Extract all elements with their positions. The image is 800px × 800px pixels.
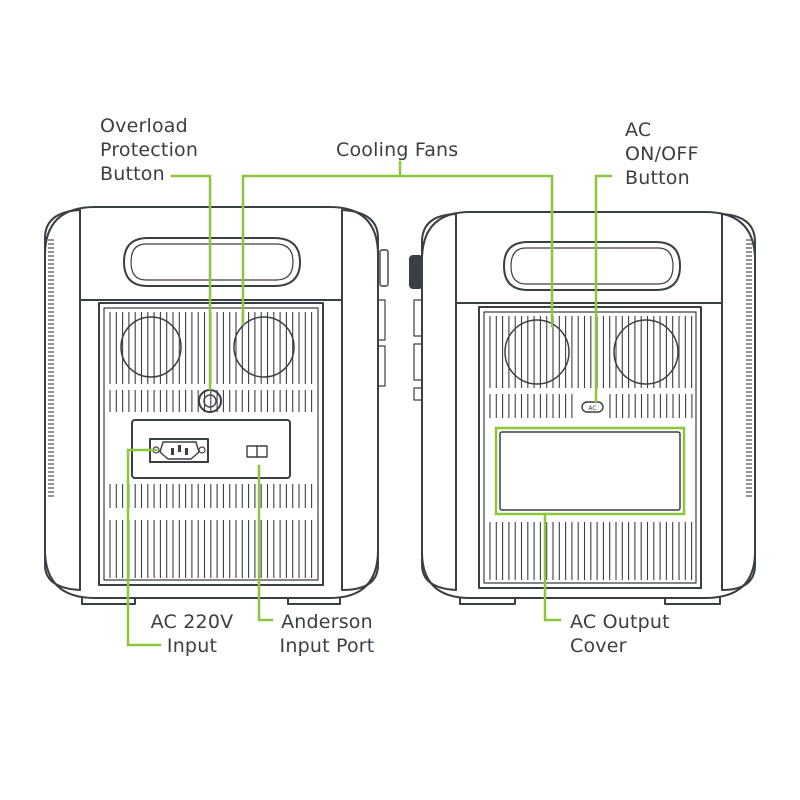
callout-ac-line-3: Button xyxy=(625,167,690,189)
callout-overload-line-3: Button xyxy=(100,163,165,185)
ac-switch-callout-line xyxy=(594,174,613,404)
ac-output-highlight xyxy=(494,426,686,516)
ac-220v-input-port xyxy=(149,438,209,463)
left-handle xyxy=(123,237,301,287)
callout-overload-line-1: Overload xyxy=(100,115,188,137)
callout-anderson-line-1: Anderson xyxy=(281,611,373,633)
callout-ac-220v-input: AC 220V Input xyxy=(142,610,242,658)
callout-ac-output-line-1: AC Output xyxy=(570,611,670,633)
anderson-callout-line xyxy=(257,464,274,622)
callout-ac-on-off-button: AC ON/OFF Button xyxy=(625,118,699,190)
right-fan-2 xyxy=(613,319,679,385)
left-fan-1 xyxy=(120,316,182,378)
ac-on-off-button xyxy=(581,401,604,413)
ac-input-callout-line xyxy=(126,448,162,647)
left-unit-body xyxy=(44,206,379,599)
callout-lines xyxy=(126,160,686,647)
callout-ac-input-line-1: AC 220V xyxy=(150,611,234,633)
callout-cooling-fans: Cooling Fans xyxy=(336,138,458,162)
callout-ac-output-cover: AC Output Cover xyxy=(570,610,670,658)
overload-callout-line xyxy=(170,174,212,391)
right-fan-1 xyxy=(504,319,570,385)
ac-switch-marking: AC xyxy=(588,405,596,412)
callout-ac-input-line-2: Input xyxy=(166,635,218,657)
right-unit-body xyxy=(421,211,756,599)
callout-cooling-fans-text: Cooling Fans xyxy=(336,139,459,161)
ac-output-cover xyxy=(499,431,681,511)
left-fan-2 xyxy=(233,316,295,378)
cooling-fans-callout-line xyxy=(241,174,554,328)
right-handle xyxy=(503,241,681,291)
callout-overload-line-2: Protection xyxy=(100,139,199,161)
overload-button xyxy=(198,389,222,413)
right-back-panel xyxy=(478,306,702,589)
ac-output-callout-line xyxy=(543,512,562,622)
left-unit xyxy=(44,206,389,605)
callout-overload-protection-button: Overload Protection Button xyxy=(100,114,198,186)
callout-anderson-line-2: Input Port xyxy=(279,635,375,657)
callout-anderson-input-port: Anderson Input Port xyxy=(272,610,382,658)
grille-lines xyxy=(48,239,752,580)
right-unit xyxy=(409,211,756,605)
callout-ac-output-line-2: Cover xyxy=(570,635,627,657)
callout-ac-line-2: ON/OFF xyxy=(625,143,699,165)
callout-ac-line-1: AC xyxy=(625,119,652,141)
